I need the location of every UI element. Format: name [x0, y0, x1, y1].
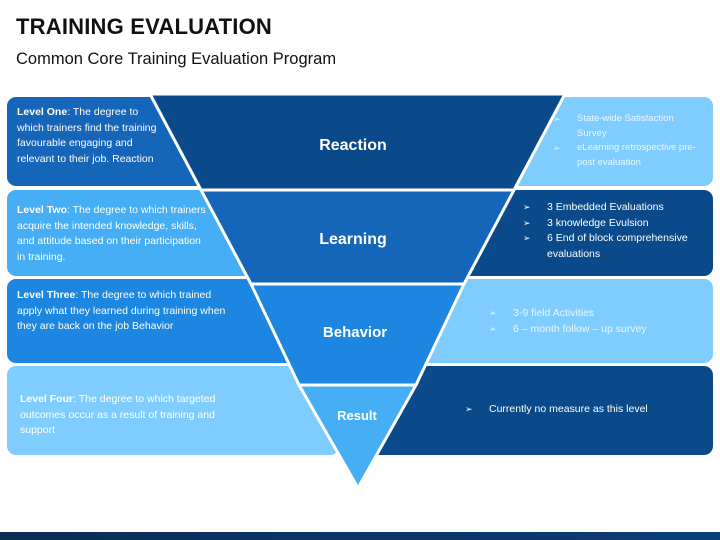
behavior-methods-list: 3-9 field Activities 6 – month follow – … [489, 306, 689, 337]
result-method-item: Currently no measure as this level [465, 402, 695, 418]
reaction-methods-list: State-wide Satisfaction Survey eLearning… [553, 112, 703, 170]
result-methods-list: Currently no measure as this level [465, 402, 695, 418]
level-four-title: Level Four [20, 393, 74, 405]
stage-label-reaction: Reaction [319, 137, 387, 154]
footer-bar [0, 532, 720, 540]
level-one-text: Level One: The degree to which trainers … [17, 105, 157, 167]
behavior-method-item: 3-9 field Activities [489, 306, 689, 322]
level-two-text: Level Two: The degree to which trainers … [17, 203, 207, 265]
stage-label-behavior: Behavior [323, 324, 387, 341]
learning-method-item: 3 Embedded Evaluations [523, 200, 703, 216]
page-title: TRAINING EVALUATION [16, 14, 272, 39]
learning-method-item: 6 End of block comprehensive evaluations [523, 231, 703, 262]
level-three-desc: : The degree to which trained apply what… [17, 289, 226, 332]
level-three-text: Level Three: The degree to which trained… [17, 288, 232, 335]
reaction-method-item: eLearning retrospective pre-post evaluat… [553, 141, 703, 170]
level-one-title: Level One [17, 106, 68, 118]
stage-label-result: Result [337, 408, 377, 423]
level-one-desc: : The degree to which trainers find the … [17, 106, 157, 165]
behavior-method-item: 6 – month follow – up survey [489, 322, 689, 338]
reaction-method-item: State-wide Satisfaction Survey [553, 112, 703, 141]
page-subtitle: Common Core Training Evaluation Program [16, 50, 337, 68]
level-three-title: Level Three [17, 289, 76, 301]
level-four-text: Level Four: The degree to which targeted… [20, 392, 235, 439]
level-four-desc: : The degree to which targeted outcomes … [20, 393, 216, 436]
left-band-level-four [7, 366, 339, 455]
level-two-title: Level Two [17, 204, 67, 216]
stage-label-learning: Learning [319, 231, 387, 248]
learning-method-item: 3 knowledge Evulsion [523, 216, 703, 232]
level-two-desc: : The degree to which trainers acquire t… [17, 204, 206, 263]
funnel-segment-result [296, 383, 419, 492]
learning-methods-list: 3 Embedded Evaluations 3 knowledge Evuls… [523, 200, 703, 262]
